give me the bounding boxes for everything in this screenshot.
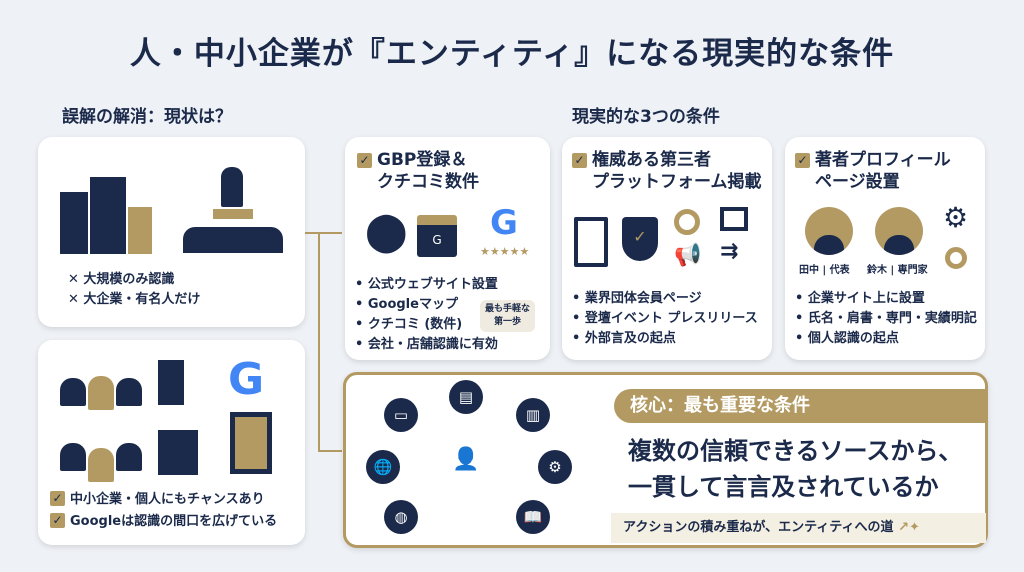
list-item: 氏名・肩書・専門・実績明記 xyxy=(807,311,977,326)
fact-item: 中小企業・個人にもチャンスあり xyxy=(70,492,265,507)
list-item: 登壇イベント プレスリリース xyxy=(584,311,758,326)
condition-title: GBP登録＆ xyxy=(377,150,468,170)
medal-icon xyxy=(674,209,700,235)
misconception-card: ✕ 大規模のみ認識 ✕ 大企業・有名人だけ xyxy=(38,137,305,327)
condition-title: 権威ある第三者 xyxy=(592,150,711,170)
trend-stars-icon: ↗✦ xyxy=(898,520,920,535)
source-network-diagram: 👤 ▤ ▥ ⚙ 📖 ◍ 🌐 ▭ xyxy=(366,380,572,545)
connector-link xyxy=(305,232,318,234)
check-icon: ✓ xyxy=(50,491,65,506)
right-heading: 現実的な3つの条件 xyxy=(572,107,720,127)
google-logo-icon: G xyxy=(490,203,518,243)
condition-card-platform: ✓権威ある第三者プラットフォーム掲載 ✓ 📢 ⇉ • 業界団体会員ページ• 登壇… xyxy=(562,137,772,360)
list-item: 公式ウェブサイト設置 xyxy=(367,277,498,292)
megaphone-icon: 📢 xyxy=(674,243,702,268)
globe-icon: 🌐 xyxy=(366,450,400,484)
office-building-icon xyxy=(158,430,198,475)
fact-item: Googleは認識の間口を広げている xyxy=(70,514,278,529)
person-label: 鈴木 | 専門家 xyxy=(867,265,928,276)
medal-icon xyxy=(945,247,967,269)
list-item: 個人認識の起点 xyxy=(807,331,899,346)
connector-arrow xyxy=(318,232,342,234)
open-door-icon xyxy=(230,412,272,474)
avatar-female-icon xyxy=(875,207,923,255)
avatar-male-icon xyxy=(805,207,853,255)
check-icon: ✓ xyxy=(357,153,372,168)
condition-title: ページ設置 xyxy=(815,172,900,192)
condition-title: 著者プロフィール xyxy=(815,150,951,170)
page-title: 人・中小企業が『エンティティ』になる現実的な条件 xyxy=(129,36,895,72)
condition-card-author: ✓著者プロフィールページ設置 ⚙ 田中 | 代表 鈴木 | 専門家 • 企業サイ… xyxy=(785,137,985,360)
celebrity-audience-icon xyxy=(183,167,283,253)
check-icon: ✓ xyxy=(50,513,65,528)
newspaper-icon xyxy=(720,207,748,231)
news-icon: ▥ xyxy=(516,398,550,432)
left-heading: 誤解の解消：現状は？ xyxy=(62,107,232,127)
list-item: 企業サイト上に設置 xyxy=(807,291,925,306)
person-label: 田中 | 代表 xyxy=(799,265,850,276)
core-footer: アクションの積み重ねが、エンティティへの道 ↗✦ xyxy=(611,513,986,543)
arrows-icon: ⇉ xyxy=(720,239,739,264)
misconception-item: 大企業・有名人だけ xyxy=(83,292,201,307)
list-item: 会社・店舗認識に有効 xyxy=(367,337,498,352)
web-globe-icon: ◍ xyxy=(384,500,418,534)
google-logo-icon: G xyxy=(228,354,265,405)
list-item: 外部言及の起点 xyxy=(584,331,676,346)
x-icon: ✕ xyxy=(68,272,84,287)
store-icon: G xyxy=(417,215,457,257)
x-icon: ✕ xyxy=(68,292,84,307)
list-item: クチコミ (数件) xyxy=(367,317,463,332)
list-item: 業界団体会員ページ xyxy=(584,291,702,306)
core-main-text: 複数の信頼できるソースから、一貫して言言及されているか xyxy=(628,437,963,501)
condition-title: クチコミ数件 xyxy=(377,172,479,192)
building-icon xyxy=(158,360,184,405)
person-hub-icon: 👤 xyxy=(449,443,483,477)
shield-check-icon: ✓ xyxy=(622,217,658,261)
connector-arrow xyxy=(318,450,342,452)
newspaper-icon: ▤ xyxy=(449,380,483,414)
book-icon: 📖 xyxy=(516,500,550,534)
people-icon xyxy=(60,358,142,482)
map-pin-icon: ⬤ xyxy=(365,209,408,253)
hands-gear-icon: ⚙ xyxy=(538,450,572,484)
browser-icon: ▭ xyxy=(384,398,418,432)
connector-line xyxy=(318,232,320,450)
check-icon: ✓ xyxy=(572,153,587,168)
condition-card-gbp: ✓GBP登録＆クチコミ数件 ⬤ G G ★★★★★ • 公式ウェブサイト設置• … xyxy=(345,137,550,360)
five-stars-icon: ★★★★★ xyxy=(480,245,530,258)
fact-card: G ✓ 中小企業・個人にもチャンスあり ✓ Googleは認識の間口を広げている xyxy=(38,340,305,545)
misconception-item: 大規模のみ認識 xyxy=(83,272,175,287)
core-card: 👤 ▤ ▥ ⚙ 📖 ◍ 🌐 ▭ 核心：最も重要な条件 複数の信頼できるソースから… xyxy=(343,372,988,548)
check-icon: ✓ xyxy=(795,153,810,168)
gear-icon: ⚙ xyxy=(943,201,969,234)
list-item: Googleマップ xyxy=(367,297,458,312)
core-label: 核心：最も重要な条件 xyxy=(614,389,986,423)
condition-title: プラットフォーム掲載 xyxy=(592,172,762,192)
certificate-icon xyxy=(574,217,608,267)
callout-badge: 最も手軽な第一歩 xyxy=(480,300,536,332)
